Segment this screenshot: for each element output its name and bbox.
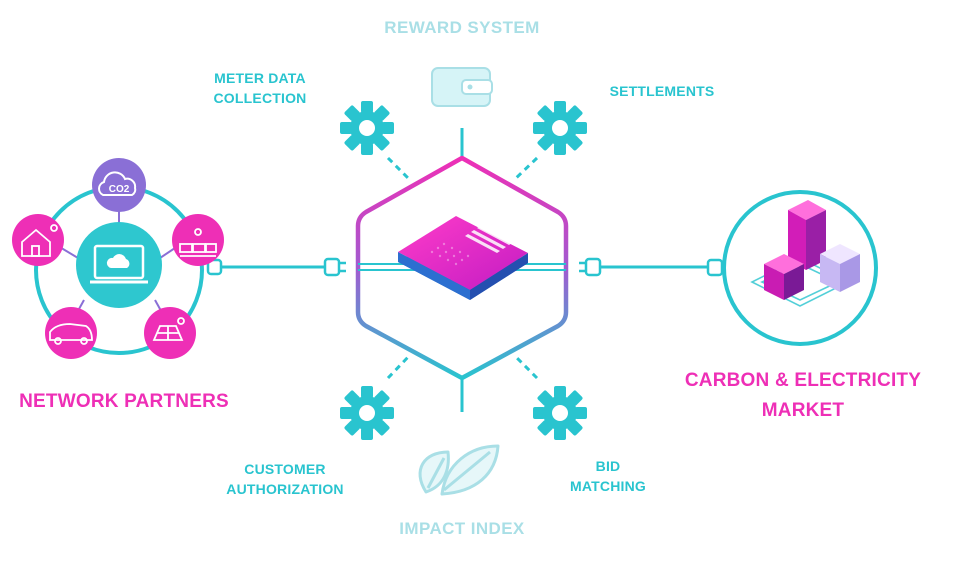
solar-panel-icon: [144, 307, 196, 359]
customer-auth-line1: CUSTOMER: [244, 461, 326, 477]
laptop-cloud-icon: [76, 222, 162, 308]
reward-system-label: REWARD SYSTEM: [384, 18, 540, 37]
hexagon-frame: [355, 155, 569, 381]
customer-authorization-label: CUSTOMER AUTHORIZATION: [200, 459, 370, 499]
bid-matching-line2: MATCHING: [570, 478, 646, 494]
leaf-icon: [418, 444, 500, 496]
meter-data-line1: METER DATA: [214, 70, 306, 86]
carbon-electricity-market-label: CARBON & ELECTRICITY MARKET: [672, 366, 934, 426]
network-partners-label: NETWORK PARTNERS: [19, 391, 229, 412]
gear-icon: [533, 101, 587, 155]
carbon-market-line1: CARBON & ELECTRICITY: [684, 370, 922, 391]
gear-icon: [340, 101, 394, 155]
solar-farm-icon: [172, 214, 224, 266]
co2-cloud-icon: CO2: [92, 158, 146, 212]
market-cluster: [706, 190, 878, 346]
connector-lines: [221, 128, 708, 412]
server-device-icon: [398, 216, 528, 300]
settlements-label: SETTLEMENTS: [609, 83, 715, 99]
network-partners-cluster: CO2: [12, 158, 224, 359]
meter-data-line2: COLLECTION: [213, 90, 307, 106]
customer-auth-line2: AUTHORIZATION: [226, 481, 344, 497]
bid-matching-line1: BID: [595, 458, 621, 474]
meter-data-collection-label: METER DATA COLLECTION: [190, 68, 330, 108]
gear-icon: [533, 386, 587, 440]
left-plug-icon: [323, 257, 346, 277]
wallet-icon: [431, 67, 493, 107]
right-plug-icon: [579, 257, 602, 277]
impact-index-label: IMPACT INDEX: [399, 519, 525, 538]
dashed-links: [386, 156, 539, 380]
electric-vehicle-icon: [45, 307, 97, 359]
smart-home-icon: [12, 214, 64, 266]
carbon-market-line2: MARKET: [761, 400, 845, 421]
gear-icon: [340, 386, 394, 440]
co2-badge-text: CO2: [109, 184, 130, 195]
bid-matching-label: BID MATCHING: [548, 456, 668, 496]
3d-blocks-icon: [750, 200, 860, 307]
